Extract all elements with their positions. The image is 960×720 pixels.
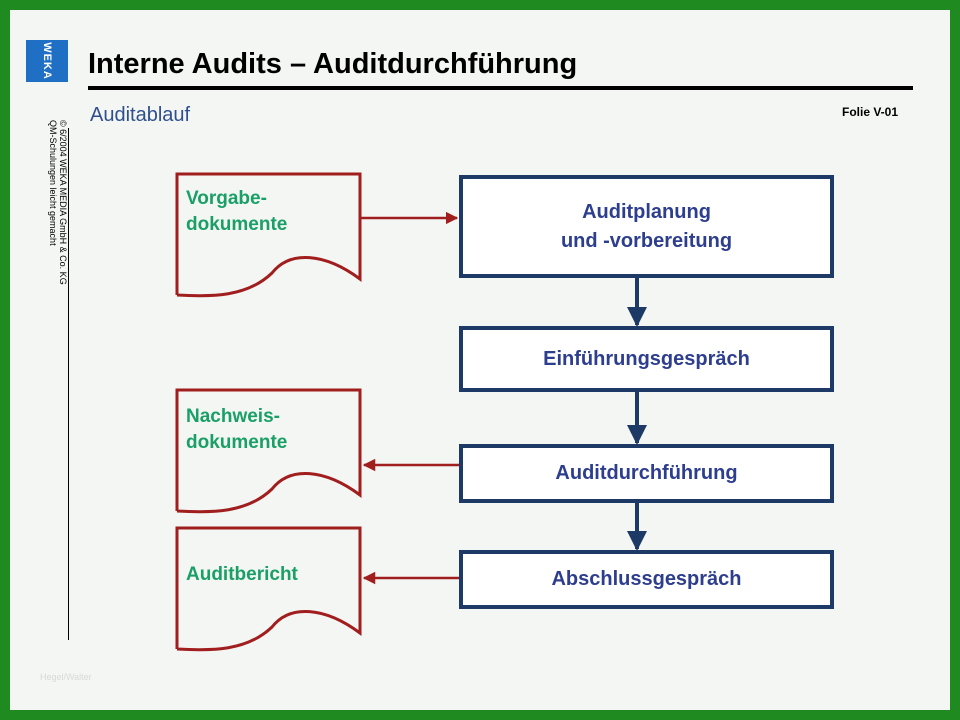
document-shape-2	[175, 388, 362, 514]
faint-footer-text: Hegel/Walter	[40, 672, 92, 682]
process-box-1	[459, 175, 834, 278]
page-subtitle: Auditablauf	[90, 104, 191, 126]
document-shape-3	[175, 526, 362, 652]
slide-number: Folie V-01	[842, 105, 899, 119]
page-title: Interne Audits – Auditdurchführung	[88, 48, 578, 80]
title-rule	[88, 86, 913, 90]
vertical-divider	[68, 128, 69, 640]
weka-logo: WEKA	[26, 40, 68, 82]
process-box-4	[459, 550, 834, 609]
document-shape-1	[175, 172, 362, 298]
process-box-2	[459, 326, 834, 392]
process-box-3	[459, 444, 834, 503]
